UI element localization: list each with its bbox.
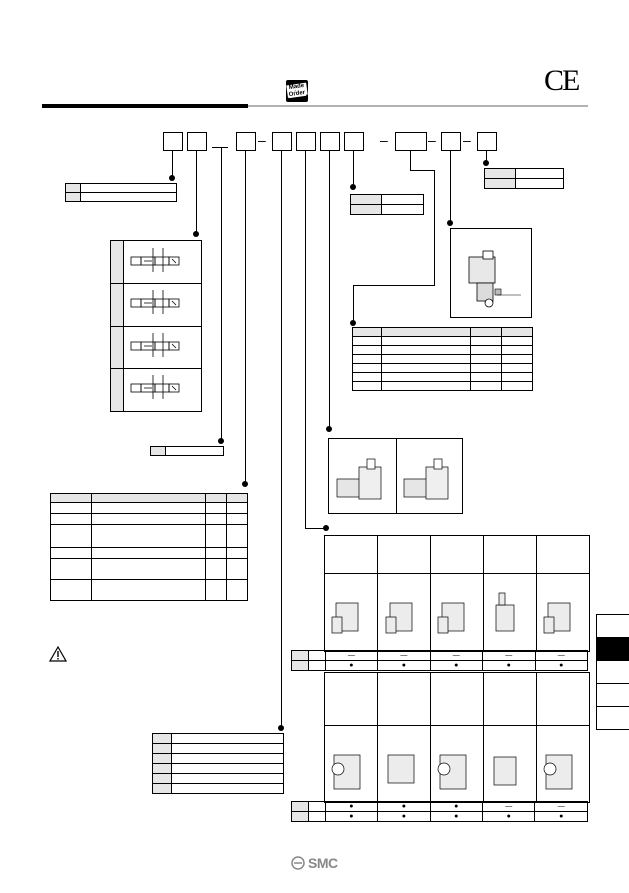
mark-bottom-5: — [534, 801, 588, 812]
leader-dot-11 [483, 160, 489, 166]
leader-8 [353, 150, 354, 186]
electrical-marks-bottom: ● ● ● — — ● ● ● ● ● [291, 801, 588, 822]
leader-7 [329, 150, 330, 428]
leader-dot-3 [218, 438, 224, 444]
mark-top-2: — [377, 650, 431, 661]
leader-1 [172, 150, 173, 176]
leader-dot-5 [278, 725, 284, 731]
mark-top-5: — [534, 650, 588, 661]
mounting-illustration-left [336, 458, 382, 500]
made-to-order-badge-line-2: Order [287, 89, 307, 99]
mark-top-4: — [482, 650, 536, 661]
side-tab-5[interactable] [596, 706, 629, 730]
mark-bottom-3: ● [429, 801, 483, 812]
leader-dot-9 [350, 320, 356, 326]
mounting-illustration-right [403, 458, 449, 500]
code-box-3 [236, 132, 256, 151]
leader-dot-10 [447, 220, 453, 226]
table-option-b [350, 194, 424, 215]
table-lead-wire [152, 733, 284, 794]
side-tab-4[interactable] [596, 683, 629, 707]
code-box-8 [395, 132, 427, 151]
valve-illustration [468, 250, 521, 308]
leader-9a [410, 150, 411, 170]
valve-symbol-panel [110, 240, 202, 412]
mark-top-3: — [429, 650, 484, 661]
leader-6 [305, 150, 306, 528]
mark-top2-1: ● [324, 660, 379, 671]
code-separator-1: – [258, 132, 266, 148]
table-series [65, 183, 177, 202]
electrical-marks-top: — — — — — ● ● ● ● ● [291, 650, 588, 671]
leader-9c [434, 170, 435, 285]
electrical-entry-illustrations-bottom [331, 754, 573, 790]
code-box-2 [187, 132, 207, 151]
leader-5 [281, 150, 282, 726]
brand-name: SMC [308, 855, 338, 871]
mark-top2-5: ● [534, 660, 588, 671]
side-tab-2-active[interactable] [596, 637, 629, 661]
leader-9d [353, 285, 435, 286]
code-box-1 [163, 132, 183, 151]
code-underscore [212, 147, 228, 148]
leader-dot-4 [242, 481, 248, 487]
valve-illustration-box [450, 228, 532, 318]
made-to-order-icon: Made to Order [286, 80, 308, 102]
leader-2 [196, 150, 197, 232]
warning-triangle-icon [49, 646, 67, 662]
code-separator-4: – [463, 132, 471, 148]
mounting-illustration-box [328, 438, 463, 514]
code-box-10 [477, 132, 497, 151]
valve-symbol-2 [130, 290, 180, 314]
mark-bottom2-3: ● [429, 811, 483, 822]
code-box-5 [296, 132, 316, 151]
mark-top-1: — [324, 650, 379, 661]
code-box-6 [320, 132, 340, 151]
leader-dot-1 [169, 175, 175, 181]
mark-top2-4: ● [482, 660, 536, 671]
code-box-9 [441, 132, 461, 151]
code-box-4 [272, 132, 292, 151]
header-rule-secondary [248, 105, 588, 107]
mark-top2-3: ● [429, 660, 484, 671]
leader-11 [486, 150, 487, 162]
mark-bottom2-2: ● [377, 811, 431, 822]
code-separator-2: – [380, 132, 388, 148]
mark-bottom-2: ● [377, 801, 431, 812]
side-tab-1[interactable] [596, 614, 629, 638]
valve-symbol-4 [130, 375, 180, 399]
mark-bottom2-5: ● [534, 811, 588, 822]
code-separator-3: – [428, 132, 436, 148]
mark-bottom2-1: ● [324, 811, 379, 822]
valve-symbol-3 [130, 333, 180, 357]
leader-6-horizontal [305, 528, 325, 529]
leader-3 [221, 148, 222, 440]
mark-bottom-1: ● [324, 801, 379, 812]
leader-dot-8 [350, 184, 356, 190]
mark-bottom2-4: ● [481, 811, 536, 822]
leader-4 [245, 150, 246, 482]
ce-mark: CE [544, 64, 580, 97]
table-option-c [484, 168, 564, 189]
leader-9e [353, 285, 354, 322]
leader-dot-7 [326, 426, 332, 432]
leader-dot-6 [323, 525, 329, 531]
electrical-entry-illustrations-top [331, 592, 571, 634]
smc-logo-mark [291, 856, 305, 870]
table-voltage [50, 493, 248, 601]
header-rule-accent [42, 104, 248, 108]
side-tab-3[interactable] [596, 660, 629, 684]
mark-top2-2: ● [377, 660, 431, 671]
leader-dot-2 [193, 231, 199, 237]
leader-10 [450, 150, 451, 222]
table-manual-override [352, 327, 533, 391]
leader-9b [410, 170, 435, 171]
code-box-7 [344, 132, 364, 151]
smc-logo-icon: SMC [291, 855, 338, 871]
valve-symbol-1 [130, 248, 180, 272]
mark-bottom-4: — [481, 801, 536, 812]
table-option-a [150, 446, 224, 456]
